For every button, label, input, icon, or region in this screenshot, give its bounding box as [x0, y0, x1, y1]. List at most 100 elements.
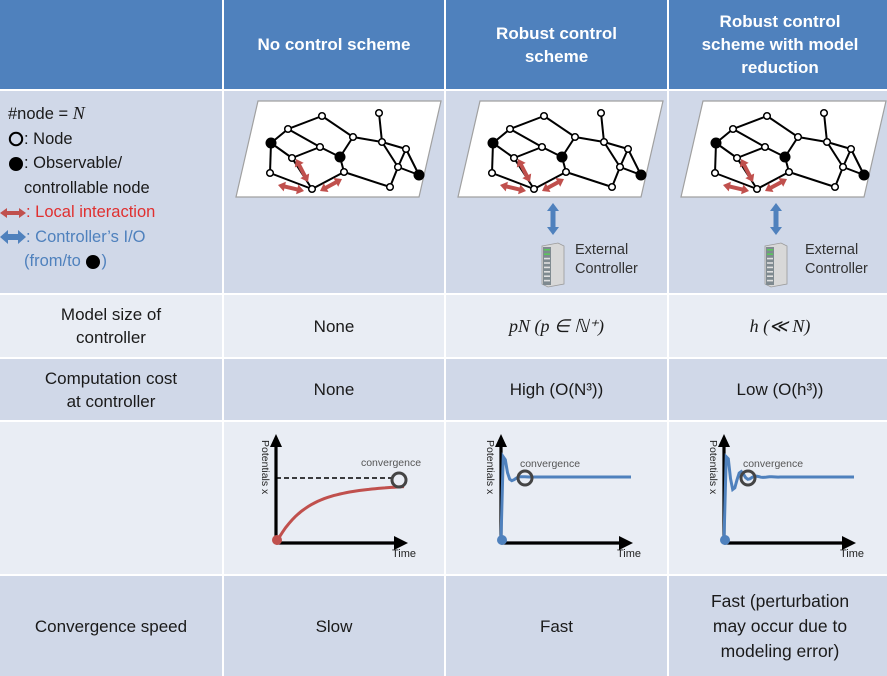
arrow-shape — [320, 178, 342, 192]
legend-text: (from/to ) — [8, 249, 222, 274]
node — [505, 124, 515, 134]
y-axis-arrowhead — [495, 434, 507, 447]
row-label-plot-empty — [0, 422, 222, 574]
label-line: modeling error) — [720, 640, 840, 661]
observable-node — [265, 137, 277, 149]
node — [307, 184, 317, 194]
label-line: Controller — [805, 261, 868, 277]
node — [339, 167, 349, 177]
label-line: controller — [76, 328, 146, 347]
legend-text: controllable node — [24, 178, 150, 197]
row-label-convergence-speed: Convergence speed — [0, 576, 222, 676]
model-size-no-control: None — [224, 295, 444, 357]
node — [596, 108, 606, 118]
node — [377, 137, 387, 147]
x-axis-label: Time — [617, 548, 641, 560]
server-led — [767, 279, 773, 282]
node — [615, 162, 625, 172]
node — [265, 168, 275, 178]
y-axis-label: Potentials x — [484, 440, 496, 495]
local-interaction-arrow — [542, 178, 564, 192]
node — [537, 142, 547, 152]
model-size-robust: pN (p ∈ ℕ⁺) — [446, 295, 667, 357]
server-led — [544, 262, 550, 264]
network-edge — [766, 115, 799, 138]
node — [830, 182, 840, 192]
network-edge — [788, 171, 836, 188]
node — [710, 168, 720, 178]
y-axis-arrowhead — [270, 434, 282, 447]
filled-circle-icon — [86, 254, 101, 269]
arrow-shape — [278, 181, 304, 195]
potential-curve — [274, 485, 405, 544]
node — [539, 111, 549, 121]
header-label-line: reduction — [741, 58, 819, 77]
server-front — [766, 247, 774, 285]
computation-cost-no-control: None — [224, 359, 444, 420]
network-edge — [509, 128, 543, 148]
arrow-shape — [739, 159, 755, 182]
controller-io-arrow — [770, 203, 782, 235]
node — [374, 108, 384, 118]
observable-node — [779, 151, 791, 163]
network-no-control — [224, 91, 444, 293]
label-line: Controller — [575, 261, 638, 277]
observable-node — [334, 151, 346, 163]
arrow-shape — [765, 178, 787, 192]
node — [623, 144, 633, 154]
server-led — [767, 275, 773, 277]
server-led — [544, 271, 550, 273]
network-edge — [600, 112, 605, 143]
network-plane — [680, 100, 887, 198]
network-edge — [756, 171, 790, 190]
x-axis-arrowhead — [619, 536, 633, 550]
label-line: Fast (perturbation — [710, 590, 850, 611]
convergence-marker — [390, 471, 408, 489]
server-led — [544, 275, 550, 277]
arrow-shape — [542, 178, 564, 192]
open-circle-icon — [8, 131, 24, 147]
network-edge — [343, 171, 391, 188]
node — [283, 124, 293, 134]
local-interaction-arrow — [320, 178, 342, 192]
header-label-line: Robust control — [496, 23, 617, 43]
network-edge — [797, 136, 828, 143]
observable-node — [413, 169, 425, 181]
node — [385, 182, 395, 192]
local-interaction-arrow — [516, 159, 532, 182]
label-line: Computation cost — [44, 368, 178, 388]
network-diagram — [680, 100, 887, 288]
legend-text: : Node — [24, 129, 73, 148]
observable-node — [487, 137, 499, 149]
blue-double-arrow-icon — [0, 230, 26, 245]
node — [752, 184, 762, 194]
network-edge — [823, 112, 828, 143]
label-line: External — [805, 242, 859, 258]
network-edge — [603, 141, 629, 150]
server-led — [544, 279, 550, 282]
label-line: External — [575, 242, 629, 258]
node — [793, 132, 803, 142]
node — [561, 167, 571, 177]
legend-text: : Controller’s I/O — [26, 227, 146, 246]
arrow-shape — [516, 159, 532, 182]
local-interaction-arrow — [278, 181, 304, 195]
header-corner — [0, 0, 222, 89]
server-icon — [541, 242, 565, 288]
legend-text: ) — [101, 252, 107, 270]
node — [287, 153, 297, 163]
local-interaction-arrow — [723, 181, 749, 195]
x-axis-arrowhead — [842, 536, 856, 550]
legend-text: (from/to — [24, 252, 86, 270]
server-led — [767, 262, 773, 264]
node — [487, 168, 497, 178]
label-line: at controller — [66, 391, 156, 411]
network-edge — [543, 115, 576, 138]
network-edge — [491, 172, 535, 190]
computation-cost-reduced: Low (O(h³)) — [669, 359, 887, 420]
